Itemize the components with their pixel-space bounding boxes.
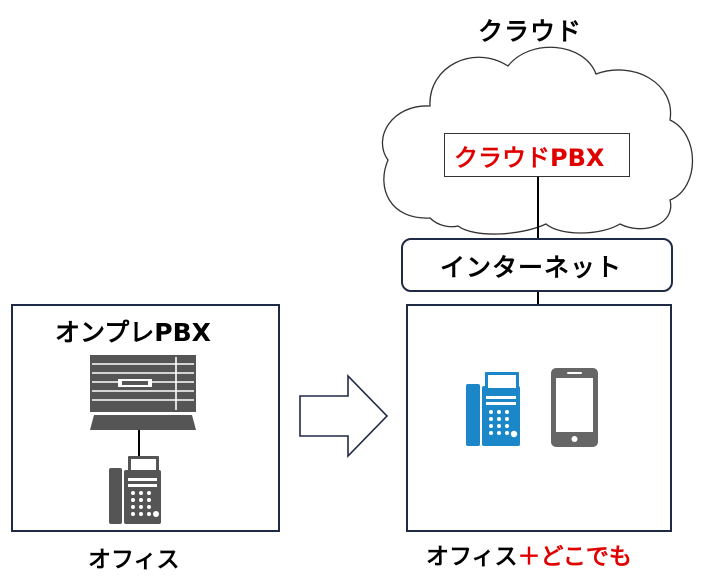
office-anywhere-box — [406, 304, 672, 532]
office-caption-main: オフィス — [426, 544, 518, 570]
desk-phone-icon — [109, 456, 161, 524]
office-anywhere-caption: オフィス＋どこでも — [426, 537, 632, 571]
internet-box — [401, 238, 673, 292]
arrow-right-icon — [299, 374, 389, 458]
office-caption-accent: ＋どこでも — [517, 544, 632, 570]
onprem-caption: オフィス — [88, 547, 180, 573]
onprem-title: オンプレPBX — [55, 318, 211, 347]
cloud-pbx-box — [444, 133, 630, 177]
connector-line — [138, 430, 140, 458]
cloud-title: クラウド — [478, 17, 583, 46]
cloud-pbx-label: クラウドPBX — [454, 144, 605, 172]
pbx-server-icon — [90, 355, 196, 430]
smartphone-icon — [551, 368, 598, 447]
internet-label: インターネット — [440, 253, 623, 282]
desk-phone-icon — [466, 372, 520, 446]
connector-line — [537, 177, 539, 239]
